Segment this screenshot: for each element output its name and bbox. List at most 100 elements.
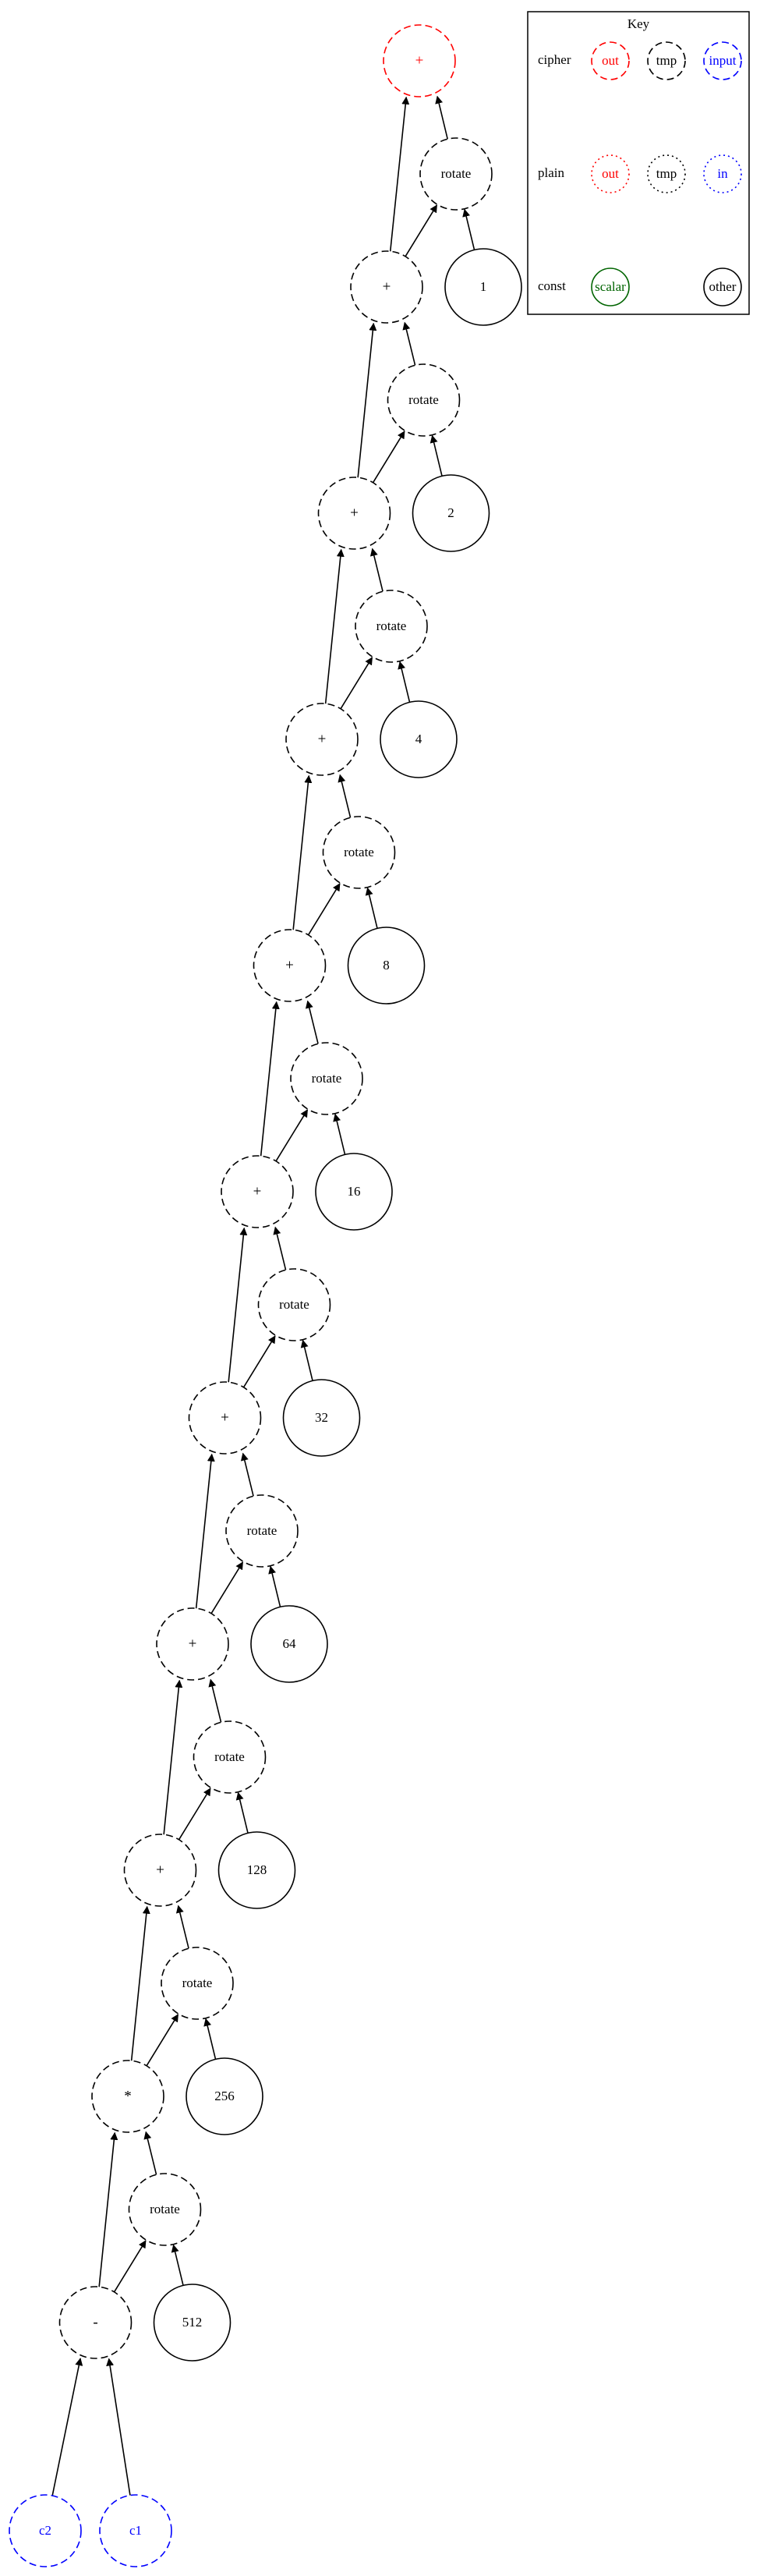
const-node-7: 128 xyxy=(217,1831,296,1909)
input-node-c2-circle xyxy=(9,2494,82,2567)
key-plain-in-circle xyxy=(703,154,742,193)
op-node-3-circle xyxy=(253,929,327,1002)
input-node-c1-circle xyxy=(99,2494,172,2567)
rotate-node-2-label: rotate xyxy=(376,618,407,633)
const-node-3: 8 xyxy=(347,927,426,1005)
key-plain-in-label: in xyxy=(717,166,728,181)
edge-op-to-parent-4 xyxy=(260,1001,280,1157)
edge-const-to-rotate-9 xyxy=(171,2244,184,2286)
const-node-3-circle xyxy=(347,927,426,1005)
const-node-7-label: 128 xyxy=(247,1862,267,1877)
op-node-1-circle xyxy=(317,477,391,550)
edge-op-to-rotate-6 xyxy=(210,1561,244,1614)
key-const-other-label: other xyxy=(709,279,737,294)
rotate-node-9: rotate xyxy=(128,2173,202,2246)
rotate-node-8-label: rotate xyxy=(182,1975,213,1990)
const-node-0-label: 1 xyxy=(480,279,487,294)
key-border xyxy=(527,11,750,315)
op-node-9-label: - xyxy=(93,2314,97,2330)
const-node-1: 2 xyxy=(412,474,490,552)
const-node-0-circle xyxy=(444,248,522,326)
op-node-7-circle xyxy=(123,1834,197,1907)
output-node-circle xyxy=(383,24,456,97)
rotate-node-3-label: rotate xyxy=(344,845,374,859)
edge-op-to-parent-2 xyxy=(324,548,345,704)
op-node-1-label: + xyxy=(350,505,359,521)
const-node-1-label: 2 xyxy=(447,505,454,520)
key-title: Key xyxy=(627,16,650,31)
edge-rotate-to-parent-5 xyxy=(273,1226,287,1270)
edge-const-to-rotate-5 xyxy=(300,1339,313,1381)
const-node-6-label: 64 xyxy=(283,1636,297,1651)
edge-c2-to-minus xyxy=(51,2358,83,2496)
edge-rotate-to-parent-3 xyxy=(338,774,352,818)
op-node-6-label: + xyxy=(189,1635,197,1652)
op-node-5-circle xyxy=(188,1381,262,1455)
const-node-6: 64 xyxy=(250,1605,328,1683)
const-node-3-label: 8 xyxy=(383,958,390,973)
rotate-node-2: rotate xyxy=(355,590,428,663)
const-node-4-label: 16 xyxy=(348,1184,361,1199)
op-node-4-circle xyxy=(221,1155,294,1228)
key-cipher-input-label: input xyxy=(709,53,737,68)
const-node-1-circle xyxy=(412,474,490,552)
const-node-5: 32 xyxy=(282,1379,361,1457)
edge-op-to-parent-5 xyxy=(228,1227,248,1383)
key-cipher-input: input xyxy=(703,41,742,80)
edge-op-to-parent-8 xyxy=(130,1905,150,2061)
output-node-label: + xyxy=(415,52,424,69)
edge-rotate-to-parent-1 xyxy=(402,321,416,366)
const-node-8: 256 xyxy=(186,2057,263,2135)
edge-const-to-rotate-4 xyxy=(333,1113,346,1155)
edge-op-to-parent-6 xyxy=(195,1453,215,1609)
edge-rotate-to-parent-8 xyxy=(175,1905,189,1949)
edge-const-to-rotate-8 xyxy=(203,2018,217,2060)
op-node-7-label: + xyxy=(156,1862,164,1878)
edge-op-to-rotate-4 xyxy=(275,1109,309,1162)
edge-rotate-to-parent-9 xyxy=(143,2131,157,2175)
edge-op-to-rotate-0 xyxy=(405,204,438,257)
op-node-2-label: + xyxy=(318,731,327,747)
const-node-2: 4 xyxy=(380,700,458,778)
edge-op-to-rotate-9 xyxy=(113,2240,147,2293)
op-node-9-circle xyxy=(58,2286,133,2359)
key-const-scalar-label: scalar xyxy=(595,279,626,294)
const-node-6-circle xyxy=(250,1605,328,1683)
rotate-node-4-label: rotate xyxy=(312,1071,342,1086)
edge-const-to-rotate-2 xyxy=(398,661,411,703)
op-node-3-label: + xyxy=(285,957,294,973)
key-const-other: other xyxy=(703,268,742,306)
op-node-8: * xyxy=(91,2060,164,2133)
rotate-node-5-label: rotate xyxy=(279,1297,309,1312)
const-node-0: 1 xyxy=(444,248,522,326)
rotate-node-5: rotate xyxy=(257,1268,331,1341)
key-cipher-tmp: tmp xyxy=(647,41,686,80)
edge-op-to-rotate-7 xyxy=(178,1788,211,1841)
rotate-node-4-circle xyxy=(290,1042,363,1115)
edge-op-to-parent-9 xyxy=(98,2131,118,2287)
edge-rotate-to-parent-0 xyxy=(435,95,448,140)
op-node-8-circle xyxy=(91,2060,164,2133)
input-node-c1: c1 xyxy=(99,2494,172,2567)
graph-nodes: + rotate +1 rotate +2 rotate +4 rotate +8 rotate +… xyxy=(9,24,522,2567)
key-const-other-circle xyxy=(703,268,742,306)
rotate-node-9-label: rotate xyxy=(150,2202,180,2216)
key-plain-tmp: tmp xyxy=(647,154,686,193)
edge-rotate-to-parent-7 xyxy=(208,1678,222,1723)
edge-op-to-parent-0 xyxy=(389,96,410,252)
rotate-node-6: rotate xyxy=(225,1494,299,1568)
op-node-1: + xyxy=(317,477,391,550)
const-node-5-label: 32 xyxy=(315,1410,328,1425)
op-node-0-label: + xyxy=(383,278,391,295)
key-plain-out-label: out xyxy=(602,166,619,181)
rotate-node-1: rotate xyxy=(387,363,461,437)
op-node-2-circle xyxy=(285,703,359,776)
rotate-node-5-circle xyxy=(257,1268,331,1341)
const-node-4-circle xyxy=(315,1153,393,1231)
op-node-6-circle xyxy=(156,1607,229,1681)
key-plain-in: in xyxy=(703,154,742,193)
const-node-9: 512 xyxy=(153,2284,232,2362)
graph-edges xyxy=(51,95,475,2496)
rotate-node-1-label: rotate xyxy=(408,392,439,407)
